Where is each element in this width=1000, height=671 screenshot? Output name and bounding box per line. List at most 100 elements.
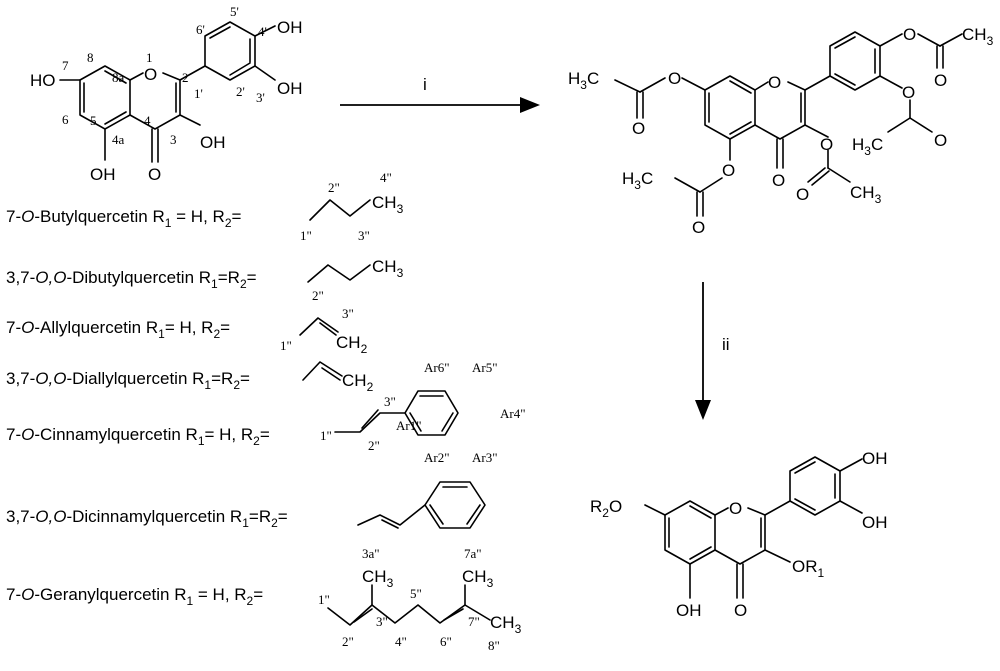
p-r2o: R2O	[590, 497, 622, 520]
dibutyl-substituent: CH3	[307, 257, 404, 283]
q-o1: O	[144, 65, 157, 84]
butyl-n1: 1"	[300, 228, 312, 243]
geranyl-n6: 6"	[440, 634, 452, 649]
geranyl-n4: 4"	[395, 634, 407, 649]
butyl-n4: 4"	[380, 170, 392, 185]
derivative-butyl: 7-O-Butylquercetin R1 = H, R2=	[6, 207, 242, 230]
ac-o-ester3p: O	[902, 83, 915, 102]
derivative-dicinnamyl: 3,7-O,O-Dicinnamylquercetin R1=R2=	[6, 507, 288, 530]
derivative-cinnamyl: 7-O-Cinnamylquercetin R1= H, R2=	[6, 425, 270, 448]
geranyl-n2: 2"	[342, 634, 354, 649]
step-i-label: i	[423, 75, 427, 94]
derivative-allyl: 7-O-Allylquercetin R1= H, R2=	[6, 318, 230, 341]
geranyl-ch7a: CH3	[462, 567, 494, 590]
step-ii-label: ii	[722, 335, 730, 354]
q-num-5p: 5'	[230, 4, 239, 19]
ac-o-keto4p: O	[934, 71, 947, 90]
q-num-3p: 3'	[256, 90, 265, 105]
geranyl-substituent: 3a" 7a" CH3 CH3 1" 5" 7" CH3 3" 2" 4" 6"…	[318, 546, 522, 653]
q-num-1p: 1'	[194, 86, 203, 101]
derivative-dibutyl: 3,7-O,O-Dibutylquercetin R1=R2=	[6, 268, 257, 291]
ac-o-keto5: O	[692, 218, 705, 237]
q-num-6p: 6'	[196, 22, 205, 37]
cinnamyl-ar3: Ar3"	[472, 450, 498, 465]
cinnamyl-substituent: Ar6" Ar5" 3" Ar1" Ar4" 1" 2" Ar2" Ar3"	[320, 360, 526, 465]
q-oh4p: OH	[277, 18, 303, 37]
allyl-ch2: CH2	[336, 333, 368, 356]
geranyl-ch8: CH3	[490, 613, 522, 636]
geranyl-n7: 7"	[468, 614, 480, 629]
butyl-n3: 3"	[358, 228, 370, 243]
ac-o-4: O	[772, 171, 785, 190]
dicinnamyl-substituent	[357, 481, 486, 529]
ac-h3c-left: H3C	[568, 69, 599, 92]
pentaacetyl-structure: H3C O O O O O O H3C O O CH3 O O CH3 O O …	[568, 25, 994, 237]
q-num-3: 3	[170, 132, 177, 147]
p-or1: OR1	[792, 557, 825, 580]
p-oh4p: OH	[862, 449, 888, 468]
cinnamyl-ar1: Ar1"	[396, 418, 422, 433]
butyl-substituent: 2" 4" 1" 3" CH3	[300, 170, 404, 243]
allyl-n2: 2"	[312, 288, 324, 303]
ac-h3c-5: H3C	[622, 169, 653, 192]
geranyl-n5: 5"	[410, 586, 422, 601]
cinnamyl-ar5: Ar5"	[472, 360, 498, 375]
ac-o-ester5: O	[722, 161, 735, 180]
q-num-2: 2	[182, 70, 189, 85]
butyl-ch3: CH3	[372, 193, 404, 216]
diallyl-substituent: CH2	[302, 361, 374, 394]
quercetin-structure: HO OH OH OH OH O O 8 8a 1 2 7 6 5 4a 4 3…	[30, 4, 303, 184]
p-oh5: OH	[676, 601, 702, 620]
ac-o-ester3: O	[820, 135, 833, 154]
q-num-2p: 2'	[236, 84, 245, 99]
allyl-substituent: 2" 3" 1" CH2	[280, 288, 368, 356]
q-oh3: OH	[200, 133, 226, 152]
q-oh5: OH	[90, 165, 116, 184]
p-oh3p: OH	[862, 513, 888, 532]
q-num-4: 4	[144, 113, 151, 128]
q-num-6: 6	[62, 112, 69, 127]
ac-o-ring: O	[768, 73, 781, 92]
derivative-geranyl: 7-O-Geranylquercetin R1 = H, R2=	[6, 585, 263, 608]
cinnamyl-ar6: Ar6"	[424, 360, 450, 375]
geranyl-n3: 3"	[376, 614, 388, 629]
cinnamyl-ar2: Ar2"	[424, 450, 450, 465]
q-oh3p: OH	[277, 79, 303, 98]
ac-o-ester4p: O	[903, 25, 916, 44]
ac-h3c-3p: H3C	[852, 135, 883, 158]
product-structure: R2O O OH OH OR1 O OH	[590, 449, 888, 620]
ac-o-ester7: O	[668, 69, 681, 88]
geranyl-ch3a: CH3	[362, 567, 394, 590]
dibutyl-ch3: CH3	[372, 257, 404, 280]
ac-ch3-4p: CH3	[962, 25, 994, 48]
cinnamyl-n1: 1"	[320, 428, 332, 443]
cinnamyl-n3: 3"	[384, 394, 396, 409]
q-num-4a: 4a	[112, 132, 125, 147]
geranyl-n8: 8"	[488, 638, 500, 653]
ac-o-keto3: O	[796, 185, 809, 204]
cinnamyl-n2: 2"	[368, 438, 380, 453]
derivative-list: 7-O-Butylquercetin R1 = H, R2= 3,7-O,O-D…	[6, 207, 288, 608]
allyl-n1: 1"	[280, 338, 292, 353]
q-num-1: 1	[146, 50, 153, 65]
ac-o-keto3p: O	[934, 131, 947, 150]
q-num-7: 7	[62, 58, 69, 73]
ac-ch3-3: CH3	[850, 183, 882, 206]
butyl-n2: 2"	[328, 180, 340, 195]
q-num-8a: 8a	[112, 70, 125, 85]
geranyl-n3a: 3a"	[362, 546, 380, 561]
diallyl-ch2: CH2	[342, 371, 374, 394]
arrow-step-ii: ii	[695, 282, 730, 420]
derivative-diallyl: 3,7-O,O-Diallylquercetin R1=R2=	[6, 369, 250, 392]
allyl-n3: 3"	[342, 306, 354, 321]
q-num-8: 8	[87, 50, 94, 65]
q-num-4p: 4'	[258, 24, 267, 39]
geranyl-n7a: 7a"	[464, 546, 482, 561]
cinnamyl-ar4: Ar4"	[500, 406, 526, 421]
geranyl-n1: 1"	[318, 592, 330, 607]
q-oh7: HO	[30, 71, 56, 90]
arrow-step-i: i	[340, 75, 540, 113]
p-o-ring: O	[729, 499, 742, 518]
